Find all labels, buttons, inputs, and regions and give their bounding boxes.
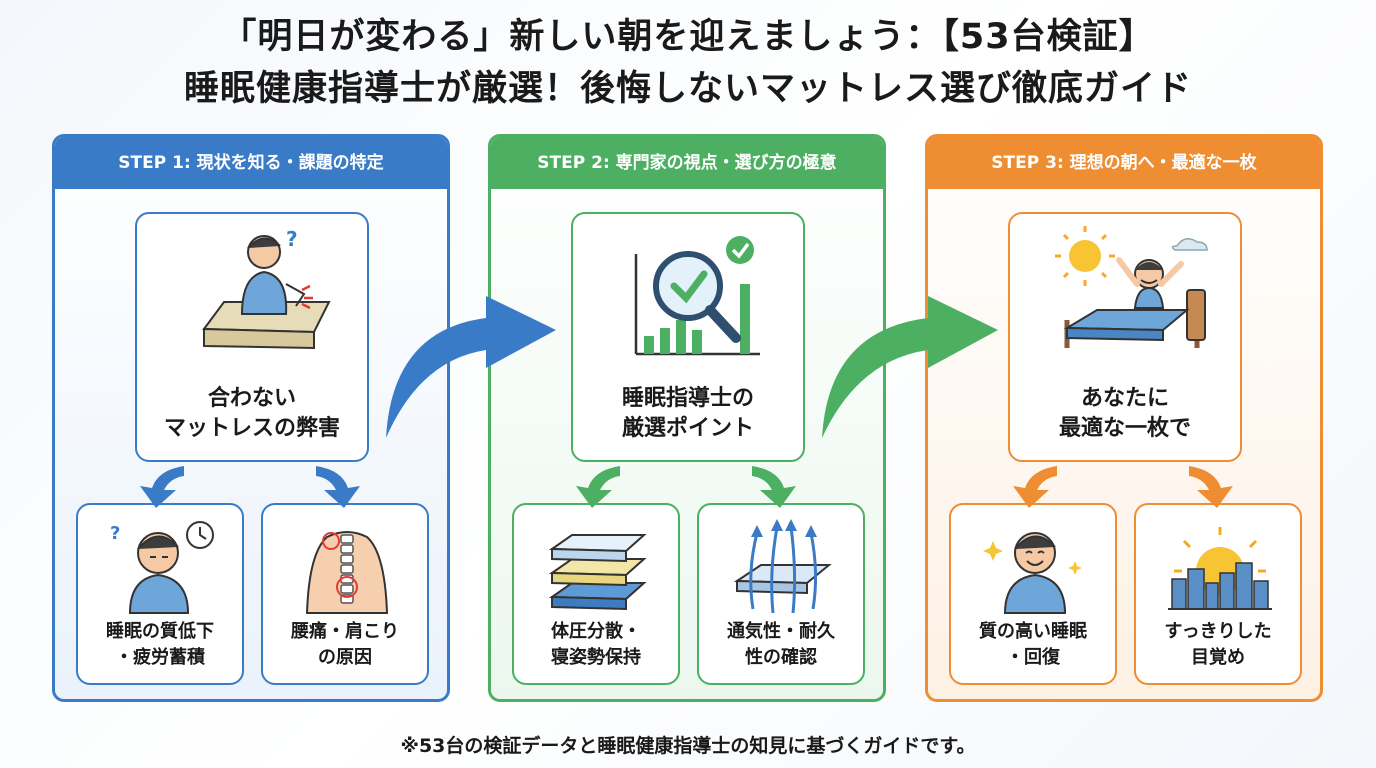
footer-note: ※53台の検証データと睡眠健康指導士の知見に基づくガイドです。 [400,735,976,757]
step3-main-card: あなたに 最適な一枚で [1008,212,1242,462]
page-title-line1: 「明日が変わる」新しい朝を迎えましょう：【53台検証】 [221,17,1155,57]
step2-sub2-text: 通気性・耐久 性の確認 [727,621,835,668]
step2-main-text: 睡眠指導士の 厳選ポイント [621,386,754,441]
back-pain-mattress-icon: ? [202,227,331,350]
step1-main-text: 合わない マットレスの弊害 [163,386,340,441]
svg-text:?: ? [286,227,298,251]
svg-text:?: ? [110,523,120,544]
step1-sub2-card: 腰痛・肩こり の原因 [261,503,429,685]
step1-sub2-text: 腰痛・肩こり の原因 [291,621,399,668]
step3-sub2-text: すっきりした 目覚め [1164,621,1272,668]
step3-sub1-card: 質の高い睡眠 ・回復 [949,503,1117,685]
mattress-layers-icon [548,534,647,611]
tired-person-clock-icon: ? [110,521,214,614]
step3-main-text: あなたに 最適な一枚で [1058,386,1191,441]
step2-sub1-text: 体圧分散・ 寝姿勢保持 [551,621,641,668]
magnifier-chart-check-icon [634,236,760,356]
page-title-line2: 睡眠健康指導士が厳選！後悔しないマットレス選び徹底ガイド [183,69,1192,109]
step1-main-card: ? 合わない マットレスの弊害 [135,212,369,462]
airflow-icon [733,519,832,614]
step1-heading: STEP 1: 現状を知る・課題の特定 [55,137,447,189]
step2-heading: STEP 2: 専門家の視点・選び方の極意 [491,137,883,189]
step3-sub1-text: 質の高い睡眠 ・回復 [979,621,1087,668]
step2-sub1-card: 体圧分散・ 寝姿勢保持 [512,503,680,685]
sunrise-city-icon [1168,527,1272,610]
step3-heading: STEP 3: 理想の朝へ・最適な一枚 [928,137,1320,189]
step2-sub2-card: 通気性・耐久 性の確認 [697,503,865,685]
step1-panel: STEP 1: 現状を知る・課題の特定 ? 合わない マットレスの弊害 ? [52,134,450,702]
step2-panel: STEP 2: 専門家の視点・選び方の極意 睡眠指導士の 厳選ポイント [488,134,886,702]
spine-back-icon [305,531,389,614]
smiling-person-icon [983,532,1082,614]
step3-panel: STEP 3: 理想の朝へ・最適な一枚 あなたに 最適な一枚で [925,134,1323,702]
step3-sub2-card: すっきりした 目覚め [1134,503,1302,685]
step2-main-card: 睡眠指導士の 厳選ポイント [571,212,805,462]
step1-sub1-text: 睡眠の質低下 ・疲労蓄積 [106,621,214,668]
step1-sub1-card: ? 睡眠の質低下 ・疲労蓄積 [76,503,244,685]
waking-person-bed-sun-icon [1055,226,1208,348]
